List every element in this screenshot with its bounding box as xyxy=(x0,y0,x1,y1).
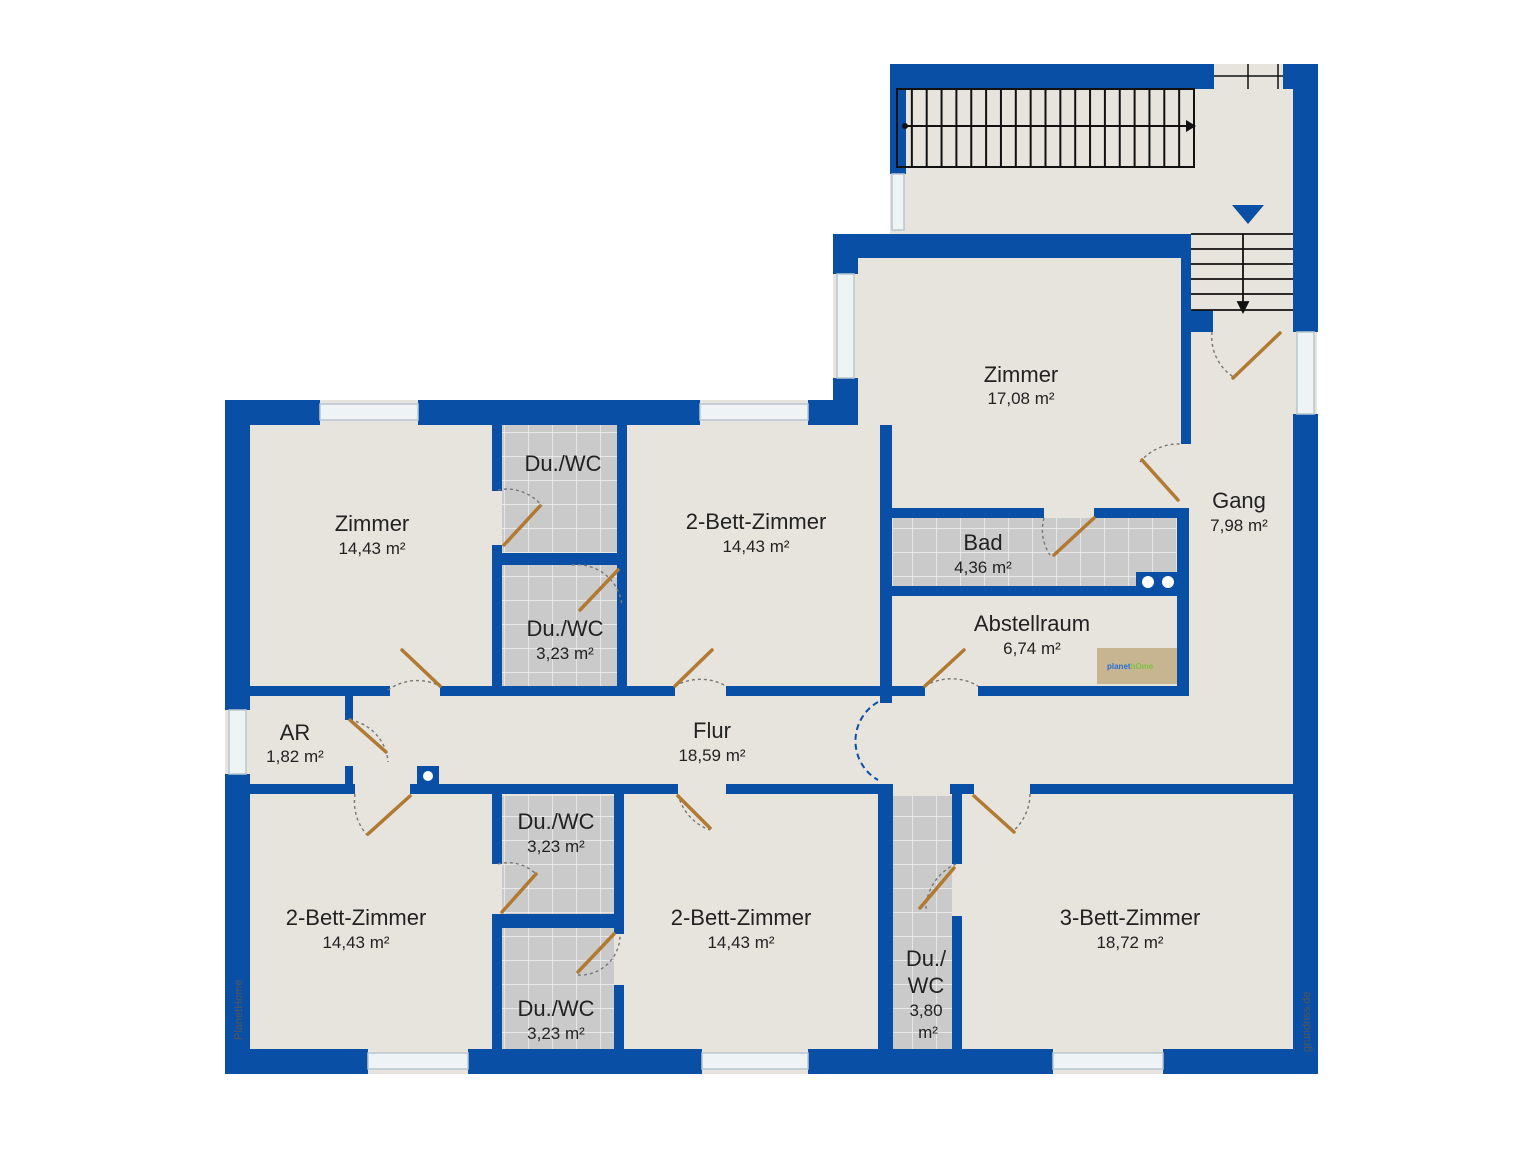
room-area-abstellraum: 6,74 m² xyxy=(1003,639,1061,658)
room-name-du-wc-5-line1: Du./ xyxy=(906,946,947,971)
room-name-bad: Bad xyxy=(963,530,1002,555)
room-area-flur: 18,59 m² xyxy=(678,746,745,765)
logo-part2: hOme xyxy=(1131,662,1154,671)
staircase-lower xyxy=(1191,233,1293,315)
door-swings xyxy=(349,331,1236,976)
room-area-zimmer-top: 17,08 m² xyxy=(987,389,1054,408)
door-leaves xyxy=(348,331,1282,974)
room-name-du-wc-1: Du./WC xyxy=(525,451,602,476)
room-name-3bett: 3-Bett-Zimmer xyxy=(1060,905,1201,930)
room-area-du-wc-4: 3,23 m² xyxy=(527,1024,585,1043)
room-area-2bett-bm: 14,43 m² xyxy=(707,933,774,952)
room-name-zimmer-top: Zimmer xyxy=(984,362,1059,387)
room-name-du-wc-5-line2: WC xyxy=(908,973,945,998)
room-name-du-wc-4: Du./WC xyxy=(518,996,595,1021)
room-name-ar: AR xyxy=(280,720,311,745)
room-name-2bett-bl: 2-Bett-Zimmer xyxy=(286,905,427,930)
room-name-flur: Flur xyxy=(693,718,731,743)
room-name-abstellraum: Abstellraum xyxy=(974,611,1090,636)
room-area-bad: 4,36 m² xyxy=(954,558,1012,577)
room-name-2bett-top: 2-Bett-Zimmer xyxy=(686,509,827,534)
room-name-gang: Gang xyxy=(1212,488,1266,513)
walls xyxy=(225,64,1318,1074)
room-labels: Zimmer 14,43 m² Du./WC Du./WC 3,23 m² 2-… xyxy=(266,362,1268,1043)
bath-fixtures xyxy=(417,576,1174,786)
room-area-zimmer-left: 14,43 m² xyxy=(338,539,405,558)
room-area-ar: 1,82 m² xyxy=(266,747,324,766)
room-area-du-wc-3: 3,23 m² xyxy=(527,837,585,856)
side-label-right: grundriss.de xyxy=(1301,991,1313,1052)
room-name-du-wc-3: Du./WC xyxy=(518,809,595,834)
tiled-rooms xyxy=(502,425,1177,1049)
room-name-zimmer-left: Zimmer xyxy=(335,511,410,536)
planethome-logo: planethOme xyxy=(1097,648,1177,684)
room-area-2bett-top: 14,43 m² xyxy=(722,537,789,556)
room-area-gang: 7,98 m² xyxy=(1210,516,1268,535)
stair-arrow-right xyxy=(902,120,1196,132)
logo-part1: planet xyxy=(1107,662,1131,671)
room-name-du-wc-2: Du./WC xyxy=(527,616,604,641)
room-area-2bett-bl: 14,43 m² xyxy=(322,933,389,952)
room-area-du-wc-2: 3,23 m² xyxy=(536,644,594,663)
room-area-du-wc-5-line2: m² xyxy=(918,1023,938,1042)
room-area-3bett: 18,72 m² xyxy=(1096,933,1163,952)
side-label-left: PlanetHome xyxy=(233,979,245,1040)
room-area-du-wc-5-line1: 3,80 xyxy=(909,1001,942,1020)
windows xyxy=(228,173,1315,1070)
svg-text:planethOme: planethOme xyxy=(1107,662,1154,671)
room-name-2bett-bm: 2-Bett-Zimmer xyxy=(671,905,812,930)
entry-marker xyxy=(1214,64,1283,224)
